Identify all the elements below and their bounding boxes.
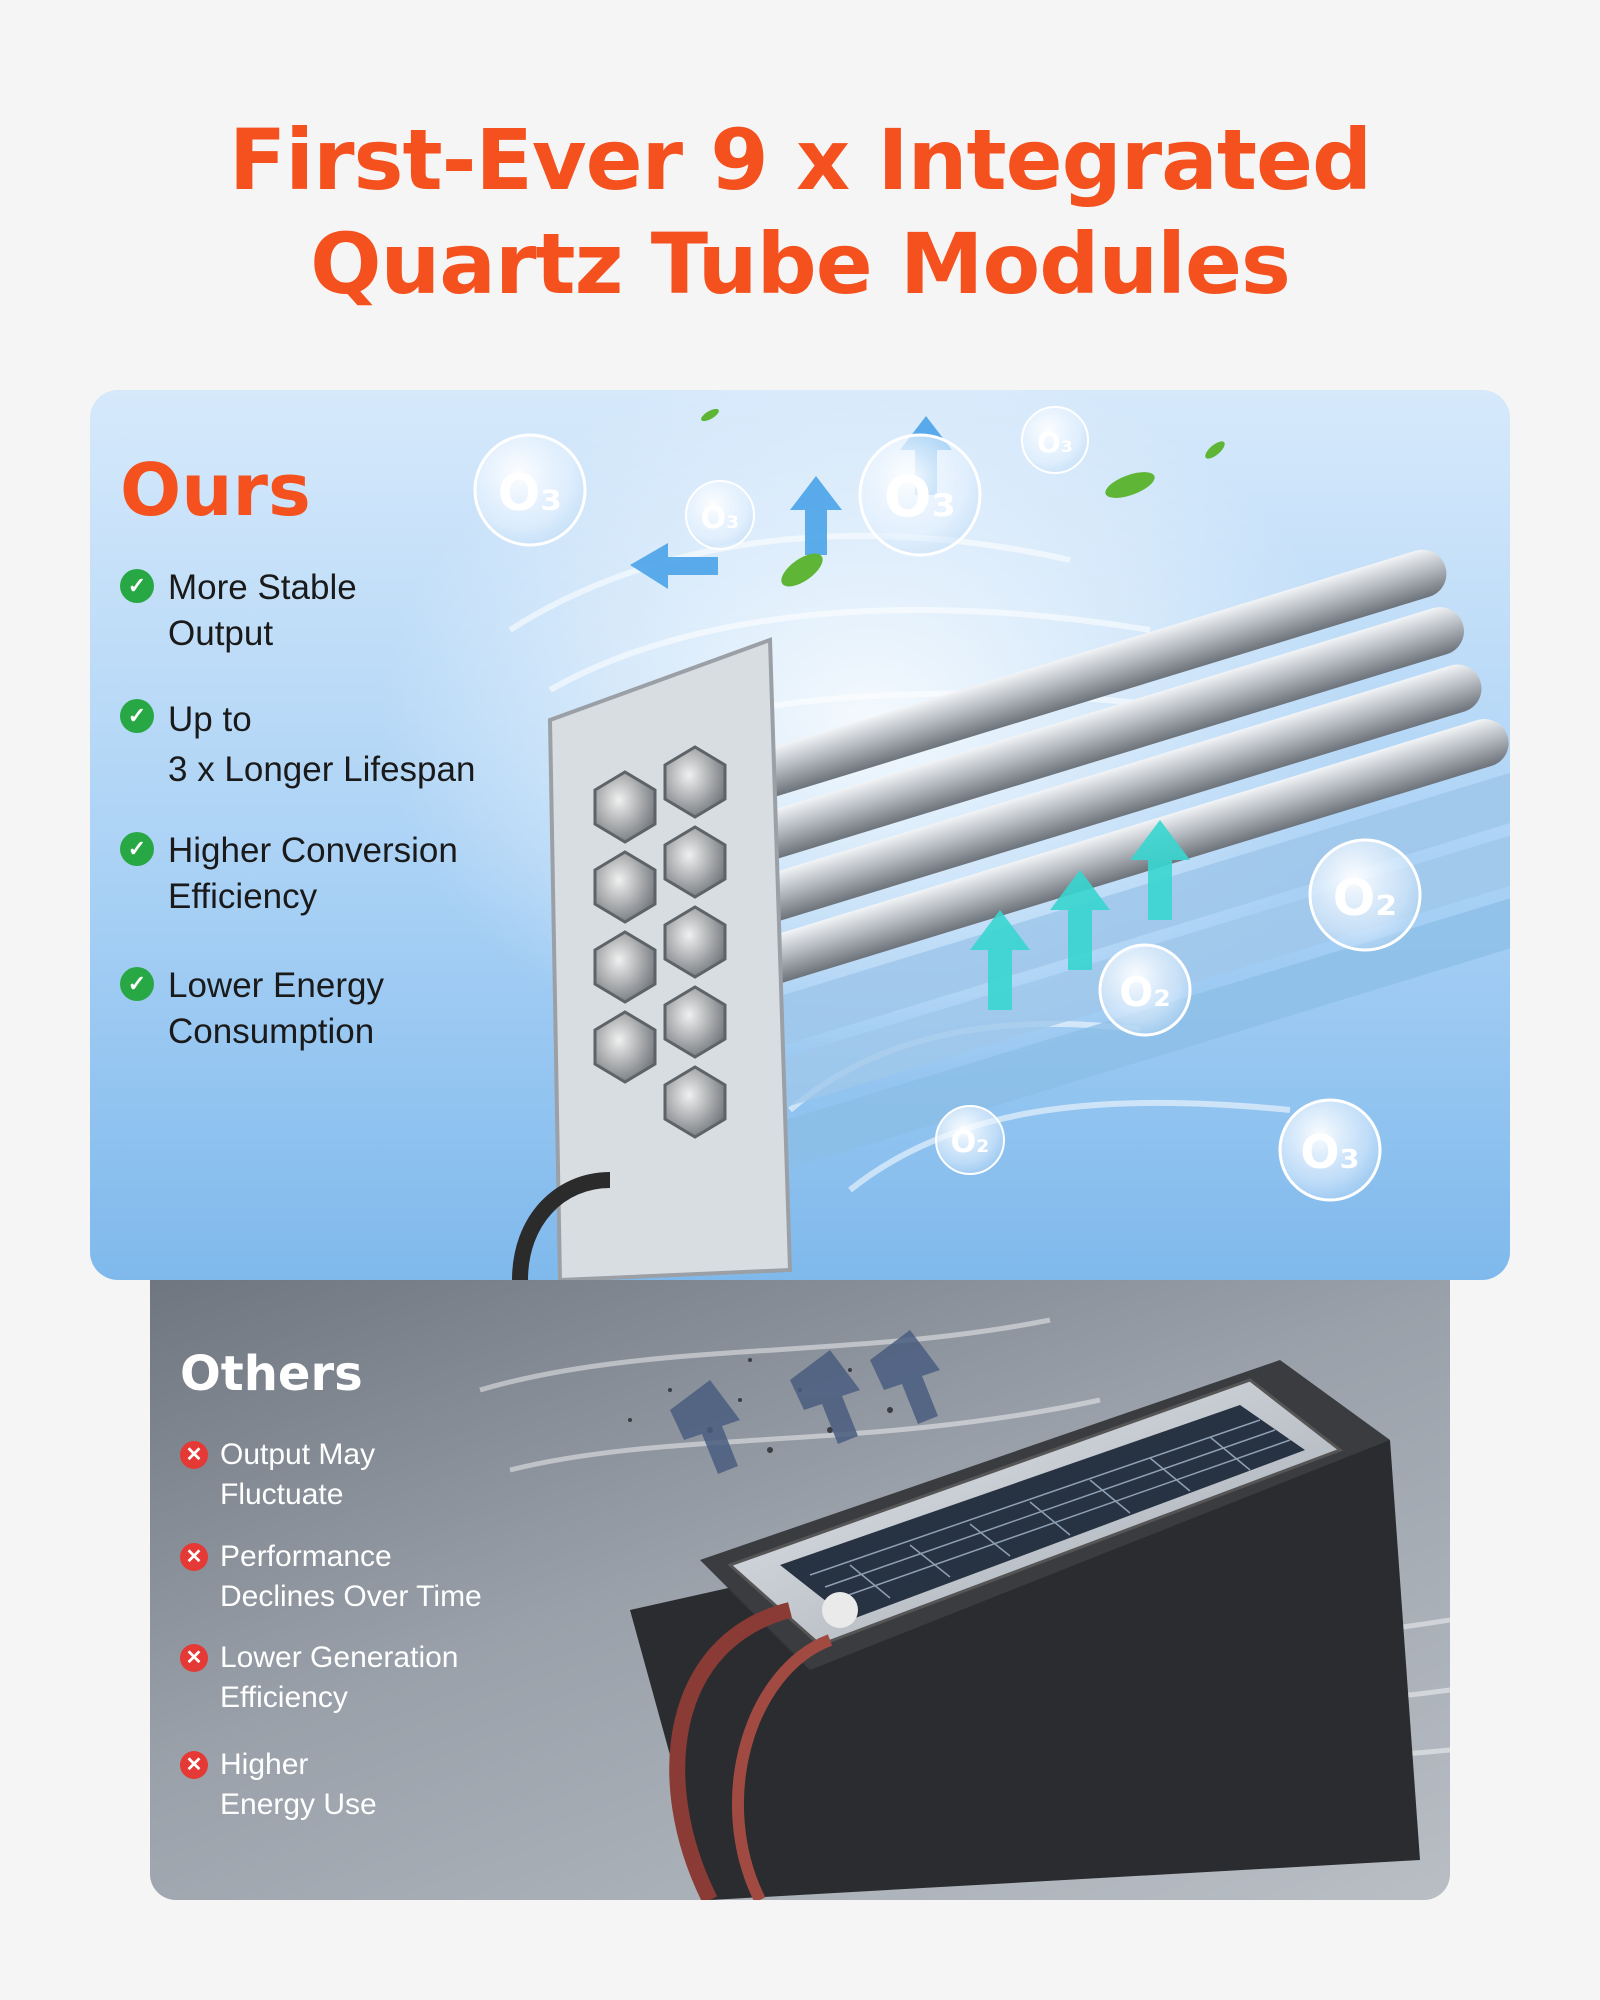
ours-panel: O₃ O₃ O₃ O₃ O₂ O₂ O₂ O₃ Ours ✓ More Stab… bbox=[90, 390, 1510, 1280]
cross-icon: ✕ bbox=[180, 1441, 208, 1469]
others-feature-item: ✕ Higher Energy Use bbox=[180, 1745, 377, 1825]
ceramic-plate-module-illustration bbox=[479, 1317, 1450, 1900]
feature-line: Lower Generation bbox=[220, 1641, 459, 1674]
feature-line: Lower Energy bbox=[168, 966, 384, 1005]
headline-line-2: Quartz Tube Modules bbox=[310, 215, 1291, 313]
feature-line: Energy Use bbox=[220, 1788, 377, 1821]
ours-feature-item: ✓ More Stable Output bbox=[120, 565, 357, 657]
others-title: Others bbox=[180, 1346, 363, 1402]
headline-line-1: First-Ever 9 x Integrated bbox=[228, 111, 1372, 209]
cross-icon: ✕ bbox=[180, 1543, 208, 1571]
others-panel: Others ✕ Output May Fluctuate ✕ Performa… bbox=[150, 1280, 1450, 1900]
flow-arrows bbox=[630, 416, 1190, 1010]
svg-text:O₂: O₂ bbox=[951, 1125, 990, 1160]
feature-line: Efficiency bbox=[168, 877, 318, 916]
feature-line: Output May bbox=[220, 1438, 376, 1471]
cross-icon: ✕ bbox=[180, 1751, 208, 1779]
feature-line: 3 x Longer Lifespan bbox=[168, 750, 476, 789]
feature-line: Fluctuate bbox=[220, 1478, 344, 1511]
ours-feature-item: ✓ Up to 3 x Longer Lifespan bbox=[120, 695, 475, 795]
svg-text:O₃: O₃ bbox=[498, 464, 562, 522]
leaf-decorations bbox=[701, 408, 1225, 587]
feature-line: Performance bbox=[220, 1540, 392, 1573]
ours-feature-item: ✓ Lower Energy Consumption bbox=[120, 963, 384, 1055]
end-plate bbox=[547, 637, 793, 1280]
cross-icon: ✕ bbox=[180, 1644, 208, 1672]
ceramic-plate bbox=[727, 1378, 1344, 1647]
feature-line: Consumption bbox=[168, 1012, 375, 1051]
molecule-bubbles bbox=[473, 406, 1422, 1202]
quartz-tube-module-illustration: O₃ O₃ O₃ O₃ O₂ O₂ O₂ O₃ bbox=[473, 406, 1510, 1280]
page-headline: First-Ever 9 x Integrated Quartz Tube Mo… bbox=[0, 108, 1600, 316]
feature-line: Output bbox=[168, 614, 274, 653]
feature-line: Higher bbox=[220, 1748, 309, 1781]
feature-line: More Stable bbox=[168, 568, 357, 607]
checkmark-icon: ✓ bbox=[120, 569, 154, 603]
checkmark-icon: ✓ bbox=[120, 699, 154, 733]
feature-line: Declines Over Time bbox=[220, 1580, 482, 1613]
molecule-labels: O₃ O₃ O₃ O₃ O₂ O₂ O₂ O₃ bbox=[498, 426, 1397, 1179]
svg-text:O₂: O₂ bbox=[1333, 869, 1397, 927]
others-feature-item: ✕ Performance Declines Over Time bbox=[180, 1537, 482, 1617]
feature-line: Efficiency bbox=[220, 1681, 348, 1714]
ours-title: Ours bbox=[120, 448, 311, 532]
checkmark-icon: ✓ bbox=[120, 832, 154, 866]
feature-line: Higher Conversion bbox=[168, 831, 458, 870]
others-feature-item: ✕ Lower Generation Efficiency bbox=[180, 1638, 458, 1718]
ours-feature-item: ✓ Higher Conversion Efficiency bbox=[120, 828, 458, 920]
svg-text:O₃: O₃ bbox=[1300, 1125, 1359, 1179]
others-feature-item: ✕ Output May Fluctuate bbox=[180, 1435, 375, 1515]
checkmark-icon: ✓ bbox=[120, 967, 154, 1001]
svg-text:O₃: O₃ bbox=[884, 465, 956, 530]
svg-text:O₃: O₃ bbox=[701, 501, 740, 536]
feature-line: Up to bbox=[168, 700, 252, 739]
svg-text:O₃: O₃ bbox=[1037, 426, 1073, 459]
svg-text:O₂: O₂ bbox=[1119, 970, 1171, 1016]
